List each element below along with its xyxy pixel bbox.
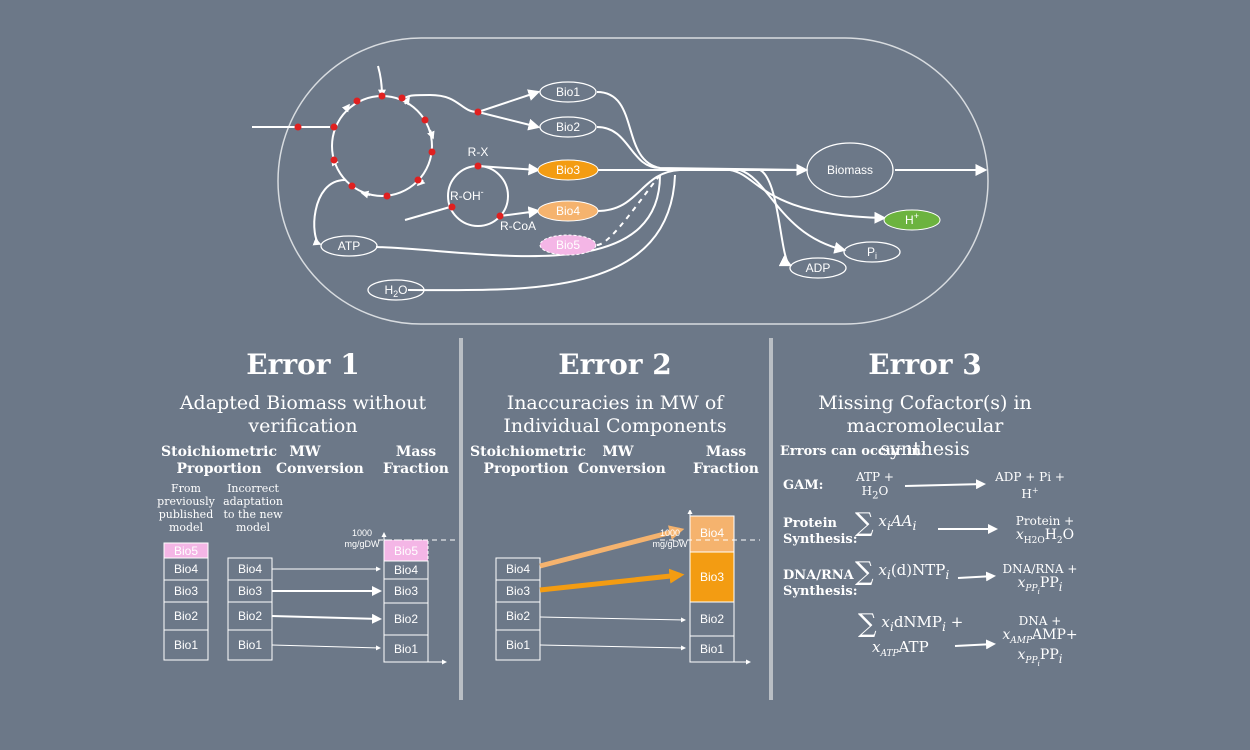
svg-text:Bio4: Bio4: [556, 204, 580, 218]
dna2-lhs: ∑ xidNMPi + xATPATP: [858, 609, 964, 659]
label-roh: R-OH-: [450, 187, 484, 203]
svg-text:H+: H+: [905, 211, 919, 227]
node-bio5: Bio5: [539, 234, 597, 256]
reaction-arrows: [252, 65, 988, 292]
e2s3-bio3: Bio3: [700, 570, 724, 584]
error3-arrows: [904, 479, 998, 650]
svg-text:Bio1: Bio1: [556, 85, 580, 99]
label-rx: R-X: [468, 145, 489, 159]
divider-left: [459, 338, 463, 700]
dna-rhs: DNA/RNA + xPPiPPi: [1002, 562, 1078, 596]
dna-label: DNA/RNA Synthesis:: [783, 568, 858, 599]
error2-col-mass: Mass Fraction: [693, 444, 759, 477]
e2s3-bio4: Bio4: [700, 526, 724, 540]
error3-title: Error 3: [868, 348, 982, 381]
e2s3-bio2: Bio2: [700, 612, 724, 626]
gam-lhs: ATP + H2O: [856, 470, 894, 502]
e1s1-bio4: Bio4: [174, 562, 198, 576]
node-adp: ADP: [789, 257, 847, 279]
node-atp: ATP: [320, 235, 378, 257]
error2-subtitle: Inaccuracies in MW of Individual Compone…: [503, 392, 727, 437]
dna2-rhs: DNA + xAMPAMP+ xPPiPPi: [1002, 614, 1078, 668]
error3-subtitle: Missing Cofactor(s) in macromolecular sy…: [818, 392, 1032, 460]
node-biomass: Biomass: [806, 142, 894, 198]
node-h2o: H2O: [367, 279, 425, 301]
error2-col-mw: MW Conversion: [578, 444, 666, 477]
svg-text:ATP: ATP: [338, 239, 360, 253]
e1s2-bio1: Bio1: [238, 638, 262, 652]
node-pi: Pi: [843, 241, 901, 263]
e2s3-bio1: Bio1: [700, 642, 724, 656]
e1s3-bio4: Bio4: [394, 563, 418, 577]
svg-text:Bio5: Bio5: [556, 238, 580, 252]
reaction-dots: [294, 92, 504, 220]
e1s1-bio2: Bio2: [174, 609, 198, 623]
svg-text:Bio3: Bio3: [556, 163, 580, 177]
e2s1-bio4: Bio4: [506, 562, 530, 576]
e1s3-bio3: Bio3: [394, 584, 418, 598]
svg-text:Pi: Pi: [867, 245, 877, 261]
e1s3-bio2: Bio2: [394, 612, 418, 626]
svg-text:H2O: H2O: [384, 283, 407, 299]
svg-text:Biomass: Biomass: [827, 163, 873, 177]
error1-col-stoich: Stoichiometric Proportion: [161, 444, 277, 477]
node-bio4: Bio4: [537, 200, 599, 222]
metabolic-network-diagram: Bio1 Bio2 Bio3 Bio4 Bio5 Biomass ATP H2O…: [252, 37, 989, 325]
error1-stack-chart: Bio5 Bio4 Bio3 Bio2 Bio1 Bio4 Bio3 Bio2 …: [163, 532, 455, 665]
e1s1-bio3: Bio3: [174, 584, 198, 598]
protein-label: Protein Synthesis:: [783, 516, 858, 547]
node-bio2: Bio2: [539, 116, 597, 138]
error1-note-published: From previously published model: [157, 482, 215, 534]
e1s3-bio1: Bio1: [394, 642, 418, 656]
node-hplus: H+: [883, 209, 941, 231]
error2-stack-chart: Bio4 Bio3 Bio2 Bio1 Bio4 Bio3 Bio2 Bio1: [495, 510, 760, 665]
svg-text:Bio2: Bio2: [556, 120, 580, 134]
error2-limit-label: 1000 mg/gDW: [652, 528, 688, 549]
error1-title: Error 1: [246, 348, 360, 381]
error1-limit-label: 1000 mg/gDW: [344, 528, 380, 549]
gam-label: GAM:: [783, 478, 824, 493]
e2s1-bio3: Bio3: [506, 584, 530, 598]
label-rcoa: R-CoA: [500, 219, 536, 233]
error3-intro: Errors can occur in:: [780, 444, 926, 459]
error1-col-mass: Mass Fraction: [383, 444, 449, 477]
e2s1-bio2: Bio2: [506, 609, 530, 623]
cell-membrane: [277, 37, 989, 325]
error1-col-mw: MW Conversion: [276, 444, 364, 477]
error2-col-stoich: Stoichiometric Proportion: [470, 444, 586, 477]
error1-note-adaptation: Incorrect adaptation to the new model: [223, 482, 283, 534]
e1s1-bio5: Bio5: [174, 544, 198, 558]
e1s2-bio3: Bio3: [238, 584, 262, 598]
e1s2-bio4: Bio4: [238, 562, 262, 576]
error1-subtitle: Adapted Biomass without verification: [179, 392, 427, 437]
e1s2-bio2: Bio2: [238, 609, 262, 623]
protein-rhs: Protein + xH2OH2O: [1015, 514, 1075, 546]
gam-rhs: ADP + Pi + H+: [995, 470, 1065, 501]
dna-lhs: ∑ xi(d)NTPi: [855, 557, 950, 587]
e1s1-bio1: Bio1: [174, 638, 198, 652]
e1s3-bio5: Bio5: [394, 544, 418, 558]
error2-title: Error 2: [558, 348, 672, 381]
node-bio3: Bio3: [537, 159, 599, 181]
svg-text:ADP: ADP: [806, 261, 831, 275]
node-bio1: Bio1: [539, 81, 597, 103]
divider-right: [769, 338, 773, 700]
protein-lhs: ∑ xiAAi: [855, 508, 917, 538]
e2s1-bio1: Bio1: [506, 638, 530, 652]
